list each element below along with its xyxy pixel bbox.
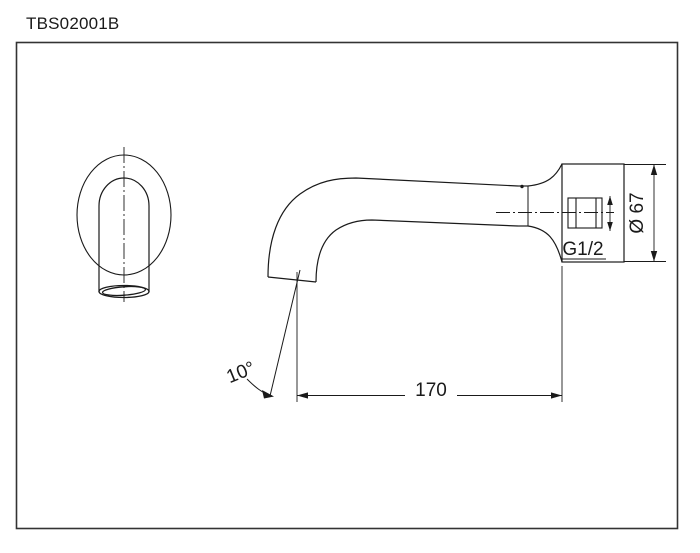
side-flange-flare-bottom xyxy=(527,225,563,263)
dim-170-label: 170 xyxy=(415,380,447,401)
front-view xyxy=(76,147,172,302)
side-wall-plate xyxy=(561,163,625,263)
dimension-thread-height xyxy=(607,196,613,231)
side-outlet-face xyxy=(267,276,317,283)
angle-leader-arrow xyxy=(262,390,274,399)
dim-170-arrow-left xyxy=(297,392,308,399)
side-flange-flare-top xyxy=(527,163,563,187)
thread-size-label: G1/2 xyxy=(562,239,603,260)
angle-label: 10° xyxy=(224,358,259,388)
dimension-flange-diameter: Ø 67 xyxy=(624,164,666,262)
dim-170-label-mask xyxy=(405,381,457,401)
dim-diameter-label: Ø 67 xyxy=(627,192,648,233)
page-title: TBS02001B xyxy=(26,14,120,33)
dimension-outlet-angle: 10° xyxy=(224,269,301,399)
sheet-border xyxy=(15,41,679,530)
dim-thread-arrow-bottom xyxy=(607,222,613,231)
dim-diameter-arrow-bottom xyxy=(650,251,658,262)
dim-thread-arrow-top xyxy=(607,196,613,205)
angle-reference-line xyxy=(269,269,301,397)
side-thread-nipple xyxy=(567,197,603,229)
side-view xyxy=(267,163,625,283)
side-spout-inner-profile xyxy=(315,219,519,283)
side-spout-outer-profile xyxy=(267,177,519,278)
side-profile-marker-dot xyxy=(520,184,524,189)
dim-diameter-arrow-top xyxy=(650,164,658,175)
dim-170-arrow-right xyxy=(551,392,562,399)
callout-thread-size: G1/2 xyxy=(562,239,606,260)
dimension-projection: 170 xyxy=(296,266,563,402)
